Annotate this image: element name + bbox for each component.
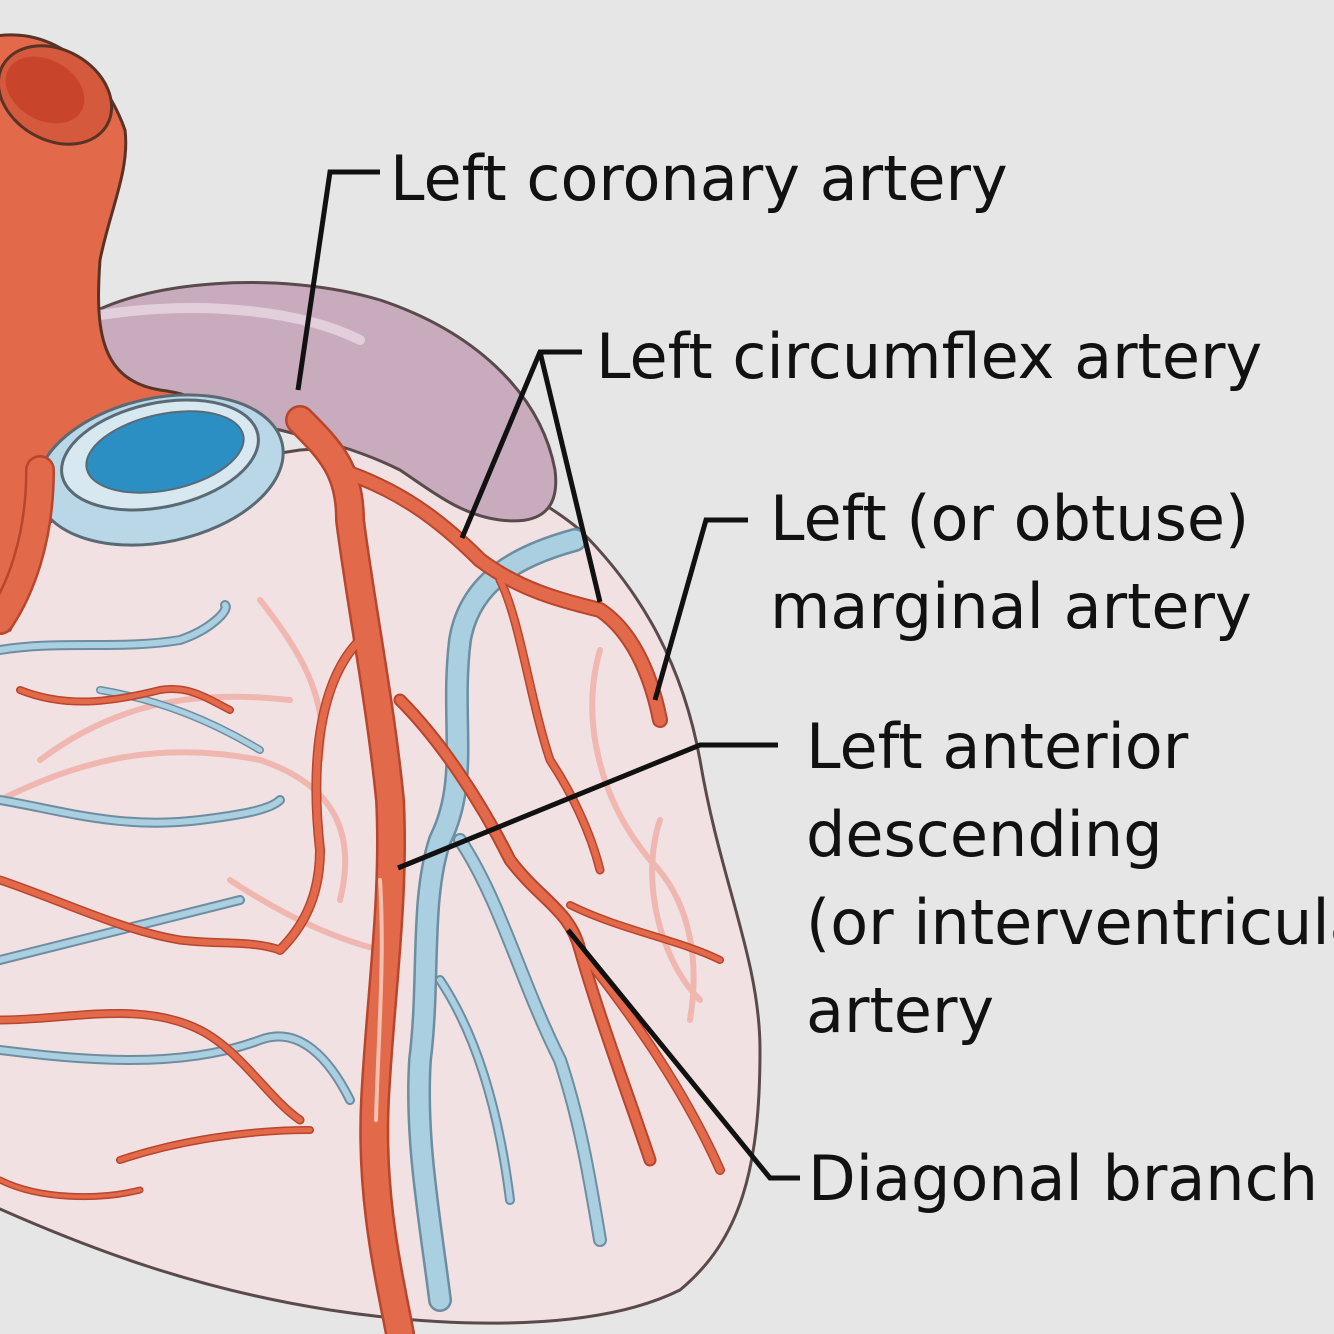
label-left-circumflex-artery: Left circumflex artery — [596, 313, 1262, 401]
label-left-marginal-line-2: marginal artery — [770, 563, 1252, 651]
label-lad-artery: Left anterior descending (or interventri… — [806, 703, 1334, 1055]
label-lad-line-4: artery — [806, 967, 1334, 1055]
label-lad-line-1: Left anterior — [806, 703, 1334, 791]
label-lad-line-2: descending — [806, 791, 1334, 879]
label-diagonal-branch: Diagonal branch — [808, 1135, 1318, 1223]
label-left-marginal-artery: Left (or obtuse) marginal artery — [770, 475, 1252, 651]
label-left-marginal-line-1: Left (or obtuse) — [770, 475, 1252, 563]
label-left-coronary-artery: Left coronary artery — [390, 135, 1008, 223]
